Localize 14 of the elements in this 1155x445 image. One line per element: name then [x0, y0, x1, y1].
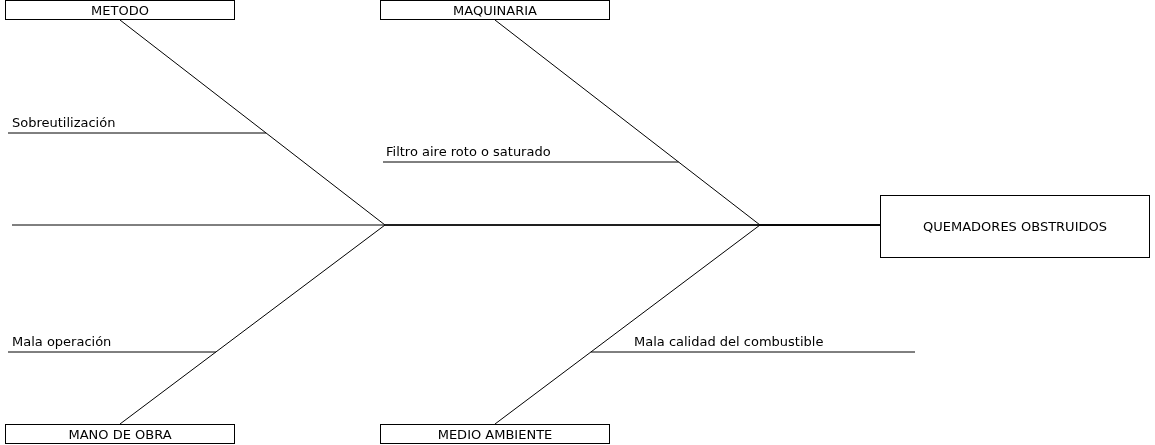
- leader-line: [590, 351, 916, 353]
- category-box: MANO DE OBRA: [5, 424, 235, 444]
- category-box: METODO: [5, 0, 235, 20]
- leader-line: [7, 351, 217, 353]
- category-box: MEDIO AMBIENTE: [380, 424, 610, 444]
- cause-label: Mala operación: [12, 329, 162, 352]
- leader-line: [7, 132, 267, 134]
- leader-line: [382, 161, 680, 163]
- cause-label: Mala calidad del combustible: [634, 329, 914, 352]
- cause-label: Sobreutilización: [12, 110, 172, 133]
- cause-label: Filtro aire roto o saturado: [386, 139, 606, 162]
- category-box: QUEMADORES OBSTRUIDOS: [880, 195, 1150, 258]
- fishbone-line: [11, 224, 881, 226]
- category-box: MAQUINARIA: [380, 0, 610, 20]
